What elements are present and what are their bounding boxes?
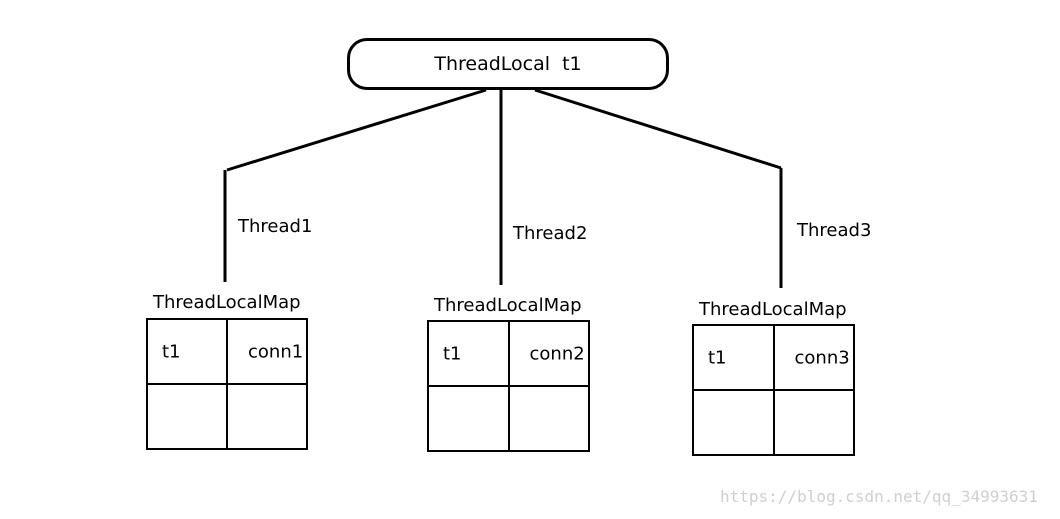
thread3-map-label: ThreadLocalMap <box>699 299 847 320</box>
thread3-map-cell-key: t1 <box>693 325 774 390</box>
thread2-map-cell-empty-key <box>428 386 509 451</box>
thread1-map-table: t1 conn1 <box>146 318 308 450</box>
thread2-map-cell-empty-value <box>508 386 589 451</box>
root-label: ThreadLocal t1 <box>434 53 582 75</box>
watermark-url: https://blog.csdn.net/qq_34993631 <box>720 487 1038 506</box>
thread2-label: Thread2 <box>513 223 588 244</box>
thread1-map-cell-empty-key <box>147 384 227 449</box>
thread1-map-label: ThreadLocalMap <box>153 292 301 313</box>
edge-root-to-thread3 <box>534 88 782 170</box>
thread2-map-cell-value: conn2 <box>508 321 589 386</box>
thread1-label: Thread1 <box>238 216 313 237</box>
edge-root-to-thread1 <box>226 88 487 172</box>
thread3-map-cell-value: conn3 <box>773 325 854 390</box>
thread3-label: Thread3 <box>797 220 872 241</box>
thread3-map-cell-empty-key <box>693 390 774 455</box>
thread2-map-label: ThreadLocalMap <box>434 295 582 316</box>
thread3-map-cell-empty-value <box>773 390 854 455</box>
thread2-map-cell-key: t1 <box>428 321 509 386</box>
thread1-map-cell-key: t1 <box>147 319 227 384</box>
thread1-map-cell-value: conn1 <box>227 319 307 384</box>
thread3-map-table: t1 conn3 <box>692 324 855 456</box>
threadlocal-root-node: ThreadLocal t1 <box>347 38 669 90</box>
thread1-map-cell-empty-value <box>227 384 307 449</box>
thread2-map-table: t1 conn2 <box>427 320 590 452</box>
